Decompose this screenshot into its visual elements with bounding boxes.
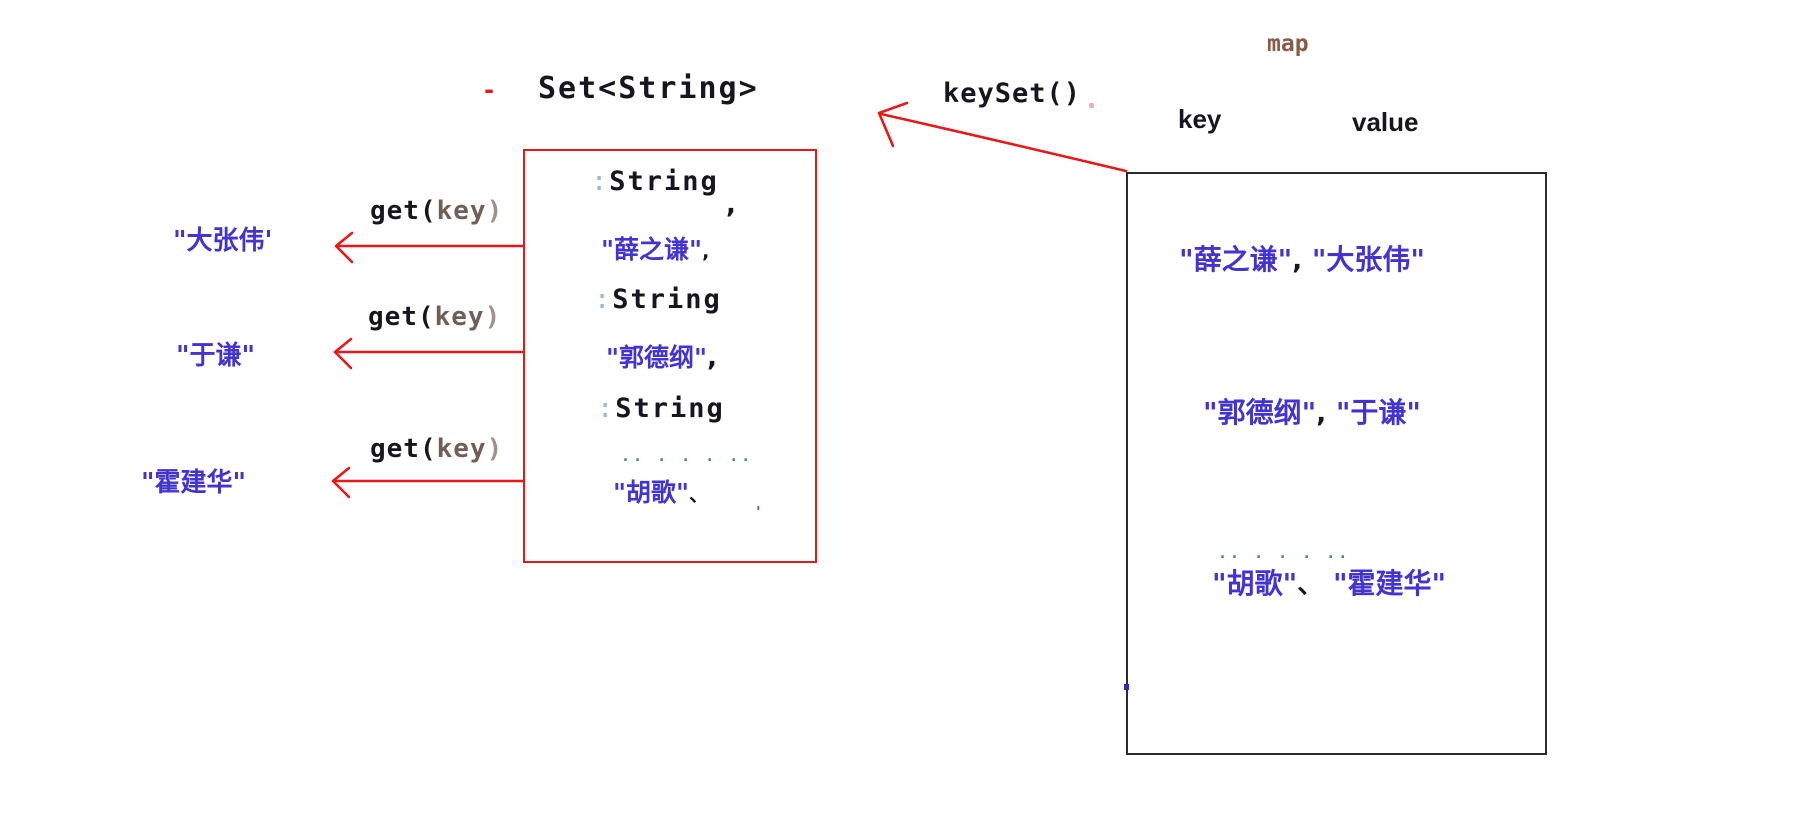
get-call-label: get(key) xyxy=(370,196,503,226)
get-result-value: "霍建华" xyxy=(141,468,247,498)
key-column-header: key xyxy=(1178,104,1222,134)
entry-name-text: "胡歌" xyxy=(613,478,690,507)
get-arg: key xyxy=(436,434,487,464)
map-row-value: "于谦" xyxy=(1335,396,1422,429)
set-title: Set<String> xyxy=(538,71,759,106)
get-call-label: get(key) xyxy=(368,302,501,332)
keyset-arrow xyxy=(877,101,1128,173)
get-fn: get( xyxy=(370,196,437,226)
set-box xyxy=(523,149,817,563)
entry-name-comma: , xyxy=(707,343,717,373)
type-label: String xyxy=(615,393,725,424)
entry-colon: : xyxy=(591,166,610,197)
set-entry-type: :String xyxy=(594,284,722,315)
get-fn: get( xyxy=(368,302,435,332)
entry-type-comma: , xyxy=(726,190,736,220)
map-edge-tick xyxy=(1124,684,1129,690)
map-row-separator: 、 xyxy=(1297,570,1324,600)
map-row: "薛之谦", "大张伟" xyxy=(1179,238,1425,278)
set-entry-name: "郭德纲", xyxy=(606,338,717,374)
set-entry-type: :String xyxy=(591,166,719,197)
get-arrow-1 xyxy=(334,231,525,264)
map-label: map xyxy=(1267,31,1309,57)
map-row-key: "薛之谦" xyxy=(1179,243,1293,276)
entry-name-comma: , xyxy=(702,241,710,263)
set-entry-ellipsis: .. . . . .. xyxy=(621,447,754,465)
map-row-ellipsis: .. . . . .. xyxy=(1218,544,1351,562)
entry-colon: : xyxy=(594,284,613,315)
stray-tick: ' xyxy=(756,503,761,521)
map-row-key: "郭德纲" xyxy=(1203,396,1317,429)
map-row-value: "大张伟" xyxy=(1311,243,1426,276)
entry-name-text: "郭德纲" xyxy=(606,343,708,372)
get-result-value: "大张伟' xyxy=(173,226,273,256)
get-arg: key xyxy=(434,302,485,332)
get-fn: get( xyxy=(370,434,437,464)
get-arrow-3 xyxy=(331,466,525,499)
map-row: "郭德纲", "于谦" xyxy=(1203,391,1421,431)
keyset-label: keySet() xyxy=(943,78,1082,109)
get-close: ) xyxy=(484,302,502,332)
get-close: ) xyxy=(486,434,504,464)
entry-colon: : xyxy=(597,393,616,424)
entry-name-comma: 、 xyxy=(689,484,709,506)
stray-dot xyxy=(1089,103,1094,108)
map-box xyxy=(1126,172,1547,755)
map-row-separator: , xyxy=(1316,399,1327,429)
value-column-header: value xyxy=(1352,107,1419,137)
get-arrow-2 xyxy=(333,337,525,370)
map-row-value: "霍建华" xyxy=(1332,567,1447,600)
get-call-label: get(key) xyxy=(370,434,503,464)
set-entry-name: "薛之谦", xyxy=(601,230,709,266)
get-close: ) xyxy=(486,196,504,226)
get-arg: key xyxy=(436,196,487,226)
map-row-key: "胡歌" xyxy=(1212,567,1298,600)
red-dash-mark: - xyxy=(484,76,494,104)
map-row: "胡歌"、 "霍建华" xyxy=(1212,562,1446,602)
map-row-separator: , xyxy=(1292,246,1303,276)
type-label: String xyxy=(612,284,722,315)
get-result-value: "于谦" xyxy=(176,341,256,371)
set-entry-name: "胡歌"、 xyxy=(613,473,708,509)
set-entry-type: :String xyxy=(597,393,725,424)
type-label: String xyxy=(609,166,719,197)
entry-name-text: "薛之谦" xyxy=(601,235,703,264)
